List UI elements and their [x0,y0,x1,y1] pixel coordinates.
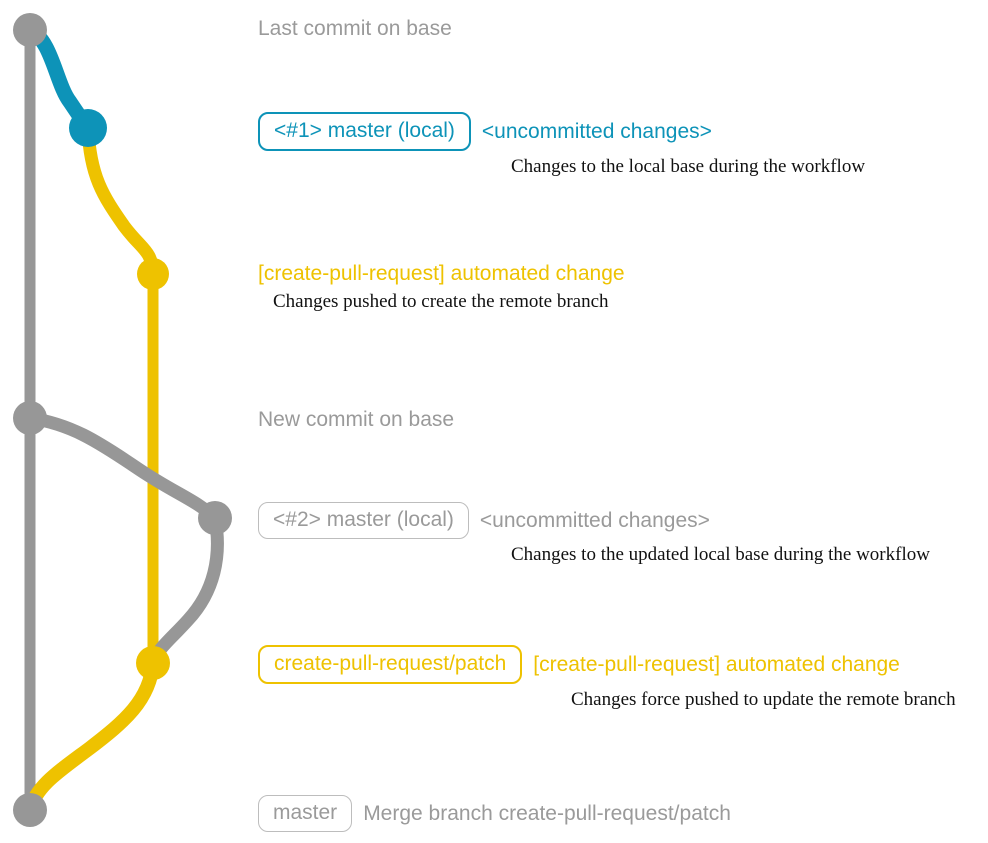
commit-node-local-2[interactable] [198,501,232,535]
description-automated-change-2: Changes force pushed to update the remot… [571,689,956,710]
row-uncommitted-changes-2: <#2> master (local) <uncommitted changes… [258,502,930,566]
branch-pill-master-local-1[interactable]: <#1> master (local) [258,112,471,151]
row-automated-change-2: create-pull-request/patch [create-pull-r… [258,645,956,711]
description-uncommitted-changes-2: Changes to the updated local base during… [511,544,930,565]
commit-node-patch-1[interactable] [137,258,169,290]
row-automated-change-1: [create-pull-request] automated change C… [258,262,625,313]
commit-node-base-merge[interactable] [13,793,47,827]
commit-node-local-1[interactable] [69,109,107,147]
pill-line-2: <#2> master (local) <uncommitted changes… [258,502,930,539]
yellow-merge-line [23,656,160,817]
commit-node-patch-2[interactable] [136,646,170,680]
gray-branch-to-local2 [23,411,222,525]
pill-line-1: <#1> master (local) <uncommitted changes… [258,112,865,151]
row-merge-branch: master Merge branch create-pull-request/… [258,795,731,832]
row-last-commit-on-base: Last commit on base [258,17,452,41]
headline-uncommitted-changes-2: <uncommitted changes> [479,508,710,532]
row-new-commit-on-base: New commit on base [258,408,454,432]
row-uncommitted-changes-1: <#1> master (local) <uncommitted changes… [258,112,865,178]
description-uncommitted-changes-1: Changes to the local base during the wor… [511,156,866,177]
headline-new-commit-on-base: New commit on base [258,408,455,431]
pill-line-4: master Merge branch create-pull-request/… [258,795,731,832]
pill-line-3: create-pull-request/patch [create-pull-r… [258,645,956,684]
yellow-branch-line-upper [81,121,160,281]
branch-pill-create-pull-request-patch[interactable]: create-pull-request/patch [258,645,523,684]
branch-pill-master[interactable]: master [258,795,353,832]
headline-uncommitted-changes-1: <uncommitted changes> [481,119,712,143]
headline-automated-change-1: [create-pull-request] automated change [258,262,625,285]
commit-node-base-last[interactable] [13,13,47,47]
branch-pill-master-local-2[interactable]: <#2> master (local) [258,502,469,539]
gray-branch-local2-to-patch2 [146,511,224,670]
git-graph [13,13,232,827]
commit-node-base-new[interactable] [13,401,47,435]
headline-last-commit-on-base: Last commit on base [258,17,452,40]
headline-automated-change-2: [create-pull-request] automated change [533,652,900,676]
description-automated-change-1: Changes pushed to create the remote bran… [273,291,609,312]
headline-merge-branch: Merge branch create-pull-request/patch [363,801,731,825]
